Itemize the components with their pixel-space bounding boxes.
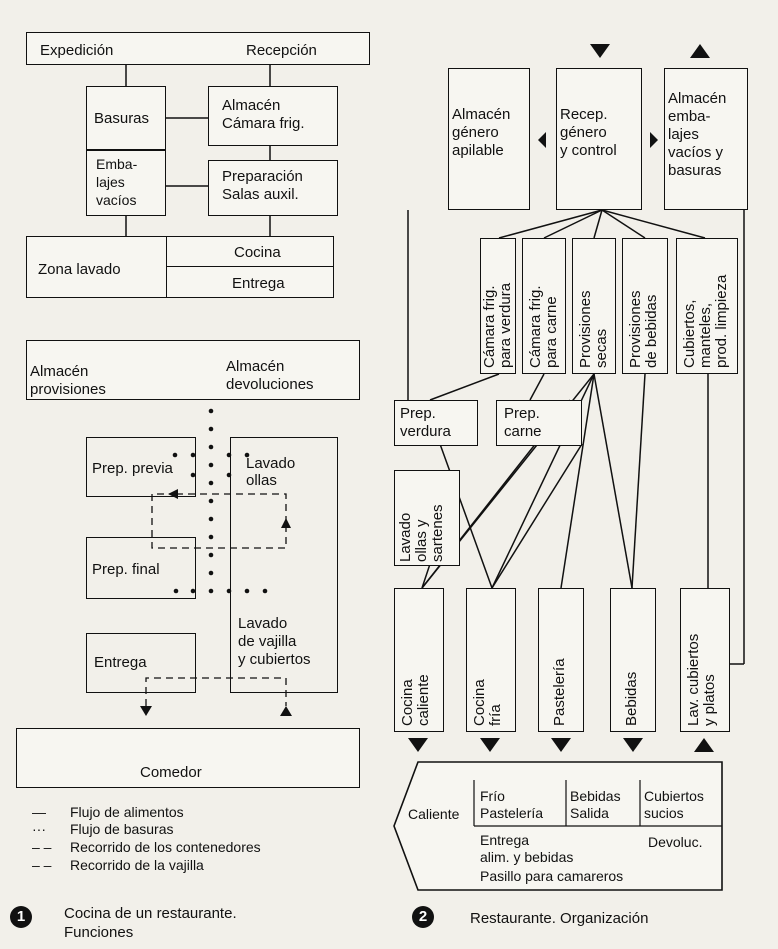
cubiertos-box xyxy=(676,238,738,374)
provisiones-secas-label: Provisiones secas xyxy=(577,290,610,368)
legend-symbol: — xyxy=(32,804,46,820)
counter-caliente-label: Caliente xyxy=(408,806,460,822)
caption-1: Cocina de un restaurante. Funciones xyxy=(64,905,237,941)
almacen-devoluciones-label: Almacén devoluciones xyxy=(226,358,314,393)
prep-verdura-label: Prep. verdura xyxy=(400,405,451,440)
counter-pasillo-label: Pasillo para camareros xyxy=(480,868,624,884)
prep-final-label: Prep. final xyxy=(92,561,160,578)
basuras-label: Basuras xyxy=(94,110,150,127)
lavado-ollas-sartenes-label: Lavado ollas y sartenes xyxy=(397,504,446,562)
recep-genero-label: Recep. género y control xyxy=(560,106,617,159)
legend-item-vajilla: – – Recorrido de la vajilla xyxy=(32,857,204,873)
cocina-caliente-label: Cocina caliente xyxy=(399,674,432,726)
legend-text: Flujo de basuras xyxy=(70,821,174,837)
camara-verdura-box xyxy=(480,238,516,374)
lavado-ollas-label: Lavado ollas xyxy=(246,455,296,489)
zona-lavado-label: Zona lavado xyxy=(38,261,121,278)
lav-cubiertos-box xyxy=(680,588,730,732)
prep-verdura-box xyxy=(394,400,478,446)
basuras-box xyxy=(86,86,166,150)
comedor-label: Comedor xyxy=(140,764,202,781)
prep-carne-label: Prep. carne xyxy=(504,405,542,440)
expedicion-label: Expedición xyxy=(40,42,114,59)
counter-cubiertos-sucios-label: Cubiertos sucios xyxy=(644,788,704,821)
legend-text: Flujo de alimentos xyxy=(70,804,184,820)
comedor-box xyxy=(16,728,360,788)
legend-item-alimentos: — Flujo de alimentos xyxy=(32,804,184,820)
cocina-fria-label: Cocina fría xyxy=(471,679,504,726)
figure-number-2: 2 xyxy=(412,906,434,928)
legend-text: Recorrido de la vajilla xyxy=(70,857,204,873)
cocina-caliente-box xyxy=(394,588,444,732)
figure-number-1: 1 xyxy=(10,906,32,928)
prep-previa-label: Prep. previa xyxy=(92,460,173,477)
almacen-provisiones-label: Almacén provisiones xyxy=(30,363,106,398)
almacen-camara-box xyxy=(208,86,338,146)
entrega2-box xyxy=(86,633,196,693)
legend-symbol: – – xyxy=(32,857,52,873)
legend-text: Recorrido de los contenedores xyxy=(70,839,261,855)
camara-verdura-label: Cámara frig. para verdura xyxy=(481,282,514,368)
embalajes-label: Emba- lajes vacíos xyxy=(96,156,138,208)
preparacion-label: Preparación Salas auxil. xyxy=(222,168,303,203)
legend-item-contenedores: – – Recorrido de los contenedores xyxy=(32,839,261,855)
prep-previa-box xyxy=(86,437,196,497)
lavado-vajilla-label: Lavado de vajilla y cubiertos xyxy=(238,615,311,668)
bebidas-label: Bebidas xyxy=(623,671,640,726)
legend-item-basuras: ··· Flujo de basuras xyxy=(32,821,174,837)
cubiertos-label: Cubiertos, manteles, prod. limpieza xyxy=(681,274,730,368)
counter-bebidas-salida-label: Bebidas Salida xyxy=(570,788,621,821)
lav-cubiertos-label: Lav. cubiertos y platos xyxy=(685,633,718,726)
bebidas-box xyxy=(610,588,656,732)
lavado-ollas-sartenes-box xyxy=(394,470,460,566)
almacenes-box xyxy=(26,340,360,400)
provisiones-bebidas-box xyxy=(622,238,668,374)
expedicion-recepcion-box xyxy=(26,32,370,65)
zona-lavado-box xyxy=(26,236,334,298)
provisiones-bebidas-label: Provisiones de bebidas xyxy=(627,290,660,368)
almacen-camara-label: Almacén Cámara frig. xyxy=(222,97,305,132)
entrega-label: Entrega xyxy=(232,275,285,292)
legend-symbol: ··· xyxy=(32,821,46,837)
pasteleria-box xyxy=(538,588,584,732)
preparacion-box xyxy=(208,160,338,216)
almacen-embalajes-label: Almacén emba- lajes vacíos y basuras xyxy=(668,90,727,179)
legend-symbol: – – xyxy=(32,839,52,855)
camara-carne-box xyxy=(522,238,566,374)
provisiones-secas-box xyxy=(572,238,616,374)
counter-entrega-label: Entrega alim. y bebidas xyxy=(480,832,574,865)
almacen-apilable-label: Almacén género apilable xyxy=(452,106,511,159)
cocina-label: Cocina xyxy=(234,244,281,261)
almacen-apilable-box xyxy=(448,68,530,210)
entrega2-label: Entrega xyxy=(94,654,147,671)
entrega-box xyxy=(166,266,334,298)
counter-devoluc-label: Devoluc. xyxy=(648,834,703,850)
almacen-embalajes-box xyxy=(664,68,748,210)
pasteleria-label: Pastelería xyxy=(551,658,568,726)
recepcion-label: Recepción xyxy=(246,42,317,59)
counter-frio-pasteleria-label: Frío Pastelería xyxy=(480,788,544,821)
lavado-box xyxy=(230,437,338,693)
camara-carne-label: Cámara frig. para carne xyxy=(527,285,560,368)
caption-2: Restaurante. Organización xyxy=(470,910,649,927)
embalajes-box xyxy=(86,150,166,216)
cocina-fria-box xyxy=(466,588,516,732)
prep-carne-box xyxy=(496,400,582,446)
prep-final-box xyxy=(86,537,196,599)
recep-genero-box xyxy=(556,68,642,210)
